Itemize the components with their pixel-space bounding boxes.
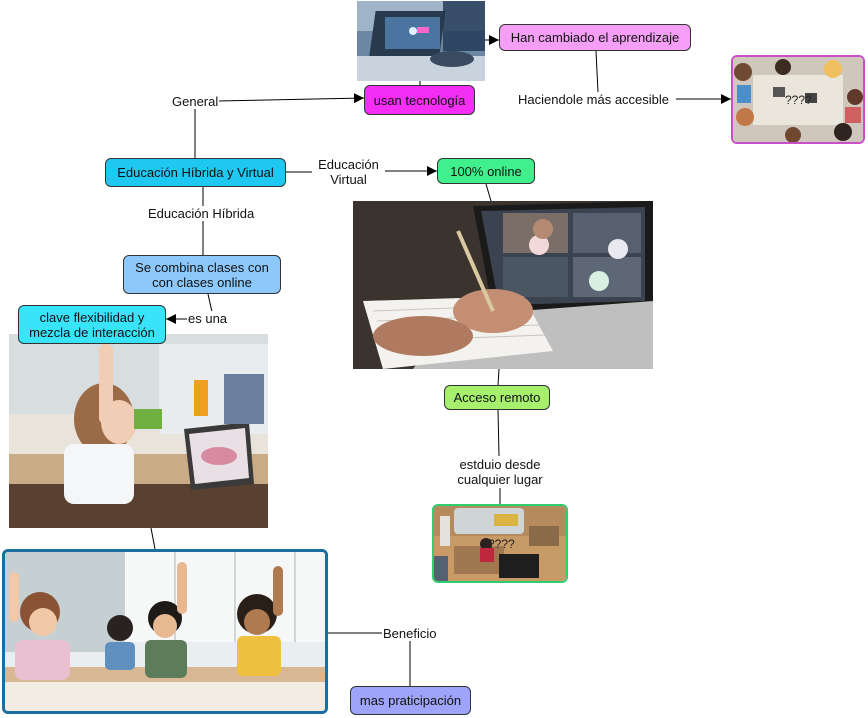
label-haciendole: Haciendole más accesible: [517, 92, 671, 107]
line-tablet-class: [150, 527, 156, 550]
line-han-haciendole: [595, 50, 599, 93]
line-online-laptop: [485, 183, 492, 202]
line-general-usan: [217, 93, 365, 104]
line-combina-esuna: [207, 293, 213, 313]
node-usan-tecnologia[interactable]: usan tecnología: [364, 85, 475, 115]
node-main-topic[interactable]: Educación Híbrida y Virtual: [105, 158, 286, 187]
label-educacion-hibrida: Educación Híbrida: [147, 206, 256, 221]
line-laptop-acceso: [497, 368, 500, 386]
tech-photo: [357, 1, 485, 81]
node-100-online[interactable]: 100% online: [437, 158, 535, 184]
node-mas-participacion[interactable]: mas praticipación: [350, 686, 471, 715]
home-photo-mark: ????: [488, 537, 515, 551]
classroom-photo: [2, 549, 328, 714]
home-study-photo: ????: [432, 504, 568, 583]
girl-tablet-photo: [9, 334, 268, 528]
node-acceso-remoto[interactable]: Acceso remoto: [444, 385, 550, 410]
label-estudio-desde: estduio desde cualquier lugar: [450, 457, 550, 487]
video-call-laptop-photo-icon: [353, 201, 653, 369]
students-table-photo-icon: [733, 57, 863, 142]
students-group-photo: ????: [731, 55, 865, 144]
group-photo-mark: ????: [785, 93, 812, 107]
line-acceso-estudio: [497, 409, 500, 457]
video-call-laptop-photo: [353, 201, 653, 369]
node-han-cambiado[interactable]: Han cambiado el aprendizaje: [499, 24, 691, 51]
node-se-combina[interactable]: Se combina clases con con clases online: [123, 255, 281, 294]
laptop-photo-icon: [357, 1, 485, 81]
home-study-photo-icon: [434, 506, 566, 581]
girl-with-tablet-photo-icon: [9, 334, 268, 528]
node-clave[interactable]: clave flexibilidad y mezcla de interacci…: [18, 305, 166, 344]
label-educacion-virtual: Educación Virtual: [312, 157, 385, 187]
label-general: General: [171, 94, 220, 109]
label-beneficio: Beneficio: [382, 626, 438, 641]
classroom-kids-photo-icon: [5, 552, 325, 711]
label-es-una: es una: [187, 311, 229, 326]
